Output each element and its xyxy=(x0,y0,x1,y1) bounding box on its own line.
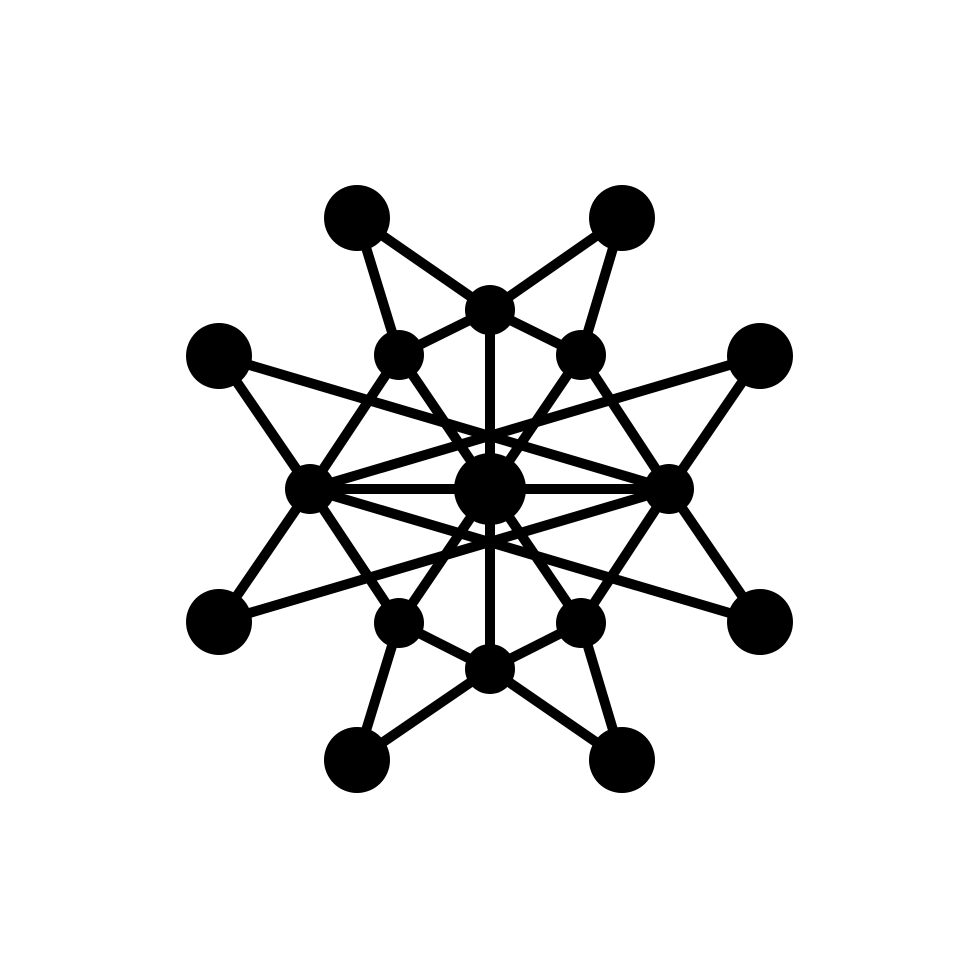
outer-node xyxy=(589,185,655,251)
outer-node xyxy=(324,727,390,793)
inner-node xyxy=(465,285,515,335)
inner-node xyxy=(556,598,606,648)
outer-link-edge xyxy=(305,351,765,494)
inner-ring-edge xyxy=(576,484,674,628)
inner-node xyxy=(644,464,694,514)
inner-ring-edge xyxy=(305,484,404,628)
inner-node xyxy=(374,598,424,648)
inner-node xyxy=(285,464,335,514)
network-nodes xyxy=(186,185,793,793)
inner-ring-edge xyxy=(576,350,674,494)
outer-node xyxy=(727,323,793,389)
inner-node xyxy=(465,644,515,694)
outer-link-edge xyxy=(214,484,674,627)
inner-node xyxy=(556,330,606,380)
outer-link-edge xyxy=(214,351,674,494)
hub-node xyxy=(454,453,526,525)
outer-node xyxy=(324,185,390,251)
outer-node xyxy=(589,727,655,793)
inner-node xyxy=(374,330,424,380)
outer-node xyxy=(186,589,252,655)
outer-link-edge xyxy=(305,484,765,627)
inner-ring-edge xyxy=(305,350,404,494)
outer-node xyxy=(727,589,793,655)
outer-node xyxy=(186,323,252,389)
